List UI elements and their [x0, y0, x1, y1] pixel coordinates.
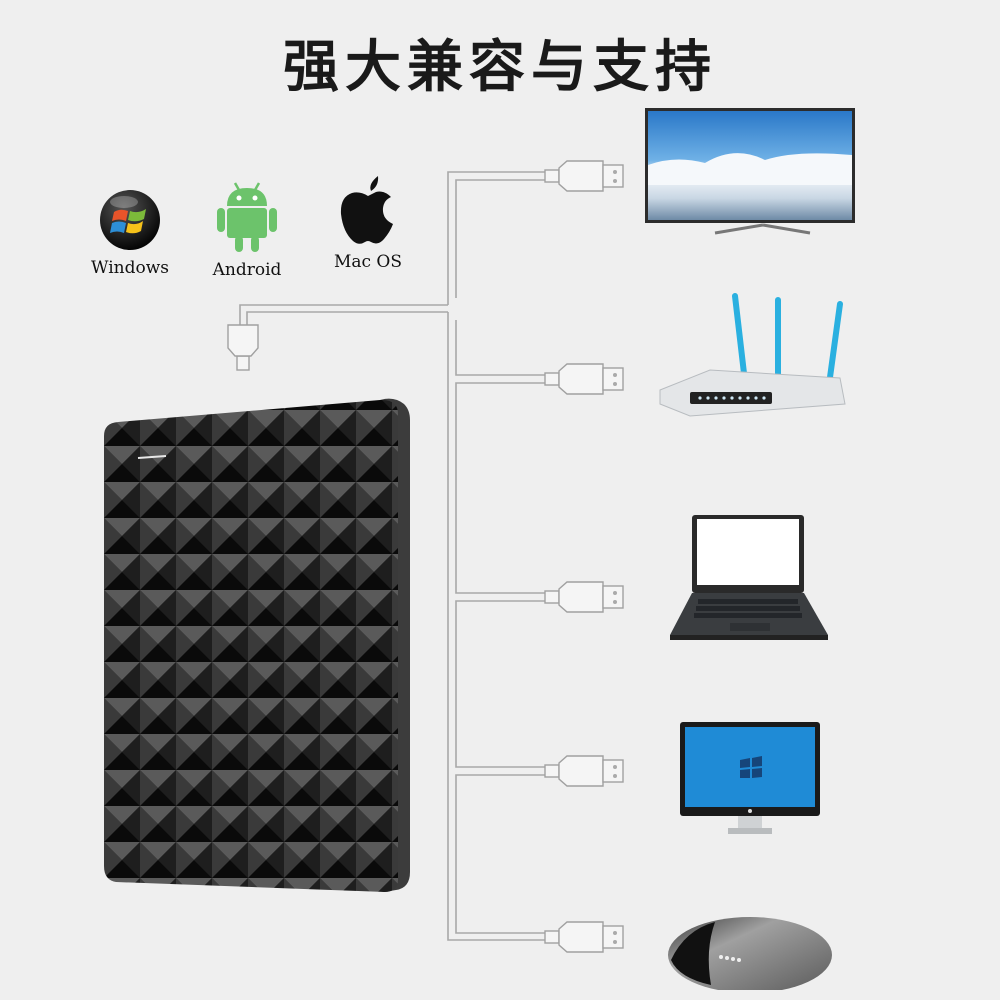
usb-plug-icon — [227, 324, 259, 371]
usb-plug-icon — [544, 581, 624, 613]
os-label-windows: Windows — [91, 258, 169, 278]
usb-plug-icon — [544, 363, 624, 395]
android-robot-icon — [217, 182, 277, 252]
os-label-macos: Mac OS — [333, 252, 403, 272]
monitor-icon — [680, 722, 820, 834]
os-label-android: Android — [212, 260, 282, 280]
laptop-icon — [670, 515, 828, 640]
usb-plug-icon — [544, 755, 624, 787]
usb-plug-icon — [544, 921, 624, 953]
os-macos: Mac OS — [313, 174, 423, 272]
apple-logo-icon — [340, 176, 393, 244]
os-windows: Windows — [75, 188, 185, 278]
os-android: Android — [192, 180, 302, 280]
media-player-icon — [668, 917, 832, 990]
windows-logo-icon — [100, 190, 160, 250]
router-icon — [659, 293, 846, 417]
tv-icon — [645, 108, 855, 235]
page-title: 强大兼容与支持 — [283, 35, 717, 100]
usb-plug-icon — [544, 160, 624, 192]
